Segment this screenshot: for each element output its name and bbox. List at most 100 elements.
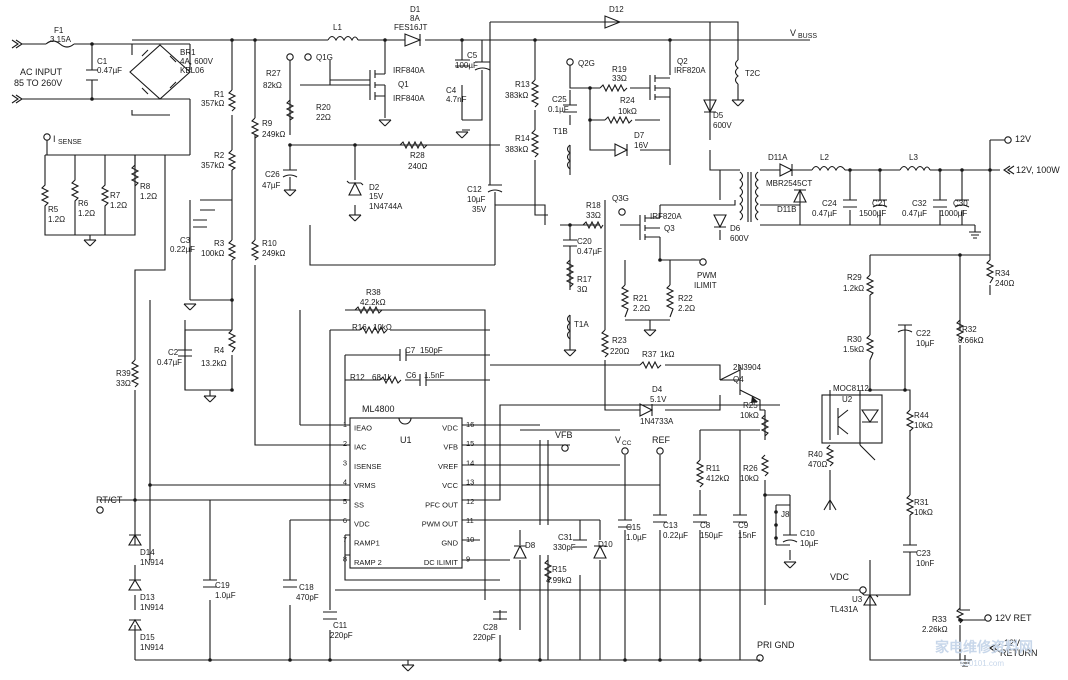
label-d11a: D11A xyxy=(768,153,788,162)
label-c22-ref: C22 xyxy=(916,329,931,338)
ic-pin-number: 6 xyxy=(343,516,347,525)
diode-d1 xyxy=(404,33,422,47)
resistor-r9 xyxy=(250,117,260,139)
label-r7-ref: R7 xyxy=(110,191,121,200)
label-c28-value: 220pF xyxy=(473,633,496,642)
label-c25-value: 0.1µF xyxy=(548,105,569,114)
label-r20-value: 22Ω xyxy=(316,113,331,122)
capacitor-c13 xyxy=(653,514,667,523)
capacitor-c23 xyxy=(903,544,917,565)
label-r25-ref: R25 xyxy=(743,401,758,410)
inductor-l1 xyxy=(327,35,359,42)
label-br1-v2: KBL06 xyxy=(180,66,205,75)
label-c11-ref: C11 xyxy=(333,621,348,630)
label-c21-ref: C21 xyxy=(872,199,887,208)
label-u3-ref: U3 xyxy=(852,595,863,604)
ic-pin-number: 14 xyxy=(466,458,474,467)
ic-pin-name: IAC xyxy=(354,443,367,452)
terminal-12v xyxy=(1004,136,1012,144)
label-c3-value: 0.22µF xyxy=(170,245,195,254)
label-d14-value: 1N914 xyxy=(140,558,164,567)
label-d6-value: 600V xyxy=(730,234,749,243)
ic-u1-ml4800 xyxy=(349,417,463,569)
label-t1b: T1B xyxy=(553,127,568,136)
transformer-t2c xyxy=(734,59,739,100)
label-r40-ref: R40 xyxy=(808,450,823,459)
test-point-ref xyxy=(656,447,664,455)
ic-pin-number: 4 xyxy=(343,478,347,487)
label-r24-value: 10kΩ xyxy=(618,107,637,116)
capacitor-c4 xyxy=(455,59,470,67)
capacitor-c15 xyxy=(618,519,632,528)
label-c11-value: 220pF xyxy=(330,631,353,640)
ic-pin-name: DC ILIMIT xyxy=(424,558,459,567)
resistor-r40 xyxy=(825,444,835,467)
label-r29-ref: R29 xyxy=(847,273,862,282)
label-c28-ref: C28 xyxy=(483,623,498,632)
jumper-j8 xyxy=(774,504,790,546)
label-c19-value: 1.0µF xyxy=(215,591,236,600)
capacitor-c18 xyxy=(283,579,297,588)
label-vdc: VDC xyxy=(830,572,850,582)
label-12v-return-1: 12V xyxy=(1004,638,1020,648)
label-q4-ref: Q4 xyxy=(733,375,744,384)
diode-d14 xyxy=(128,533,142,546)
label-c31-value: 330pF xyxy=(553,543,576,552)
label-q3g: Q3G xyxy=(612,194,629,203)
label-q3-ref: Q3 xyxy=(664,224,675,233)
label-u2-ref: U2 xyxy=(842,395,853,404)
resistor-r19 xyxy=(599,83,628,93)
label-c32-value: 0.47µF xyxy=(902,209,927,218)
label-c24-ref: C24 xyxy=(822,199,837,208)
inductor-l3 xyxy=(899,165,931,172)
ic-pin-name: RAMP 2 xyxy=(354,558,382,567)
ic-pin-name: ISENSE xyxy=(354,462,382,471)
resistor-r17 xyxy=(565,259,575,288)
label-r39-ref: R39 xyxy=(116,369,131,378)
resistor-r44 xyxy=(905,409,915,432)
zener-d7 xyxy=(614,143,629,157)
resistor-r15 xyxy=(543,559,553,582)
resistor-r16 xyxy=(359,325,388,335)
label-d11b-ref: D11B xyxy=(777,205,796,214)
test-point-vcc xyxy=(621,447,629,455)
label-r23-value: 220Ω xyxy=(610,347,629,356)
label-r9-value: 249kΩ xyxy=(262,130,285,139)
ic-pin-name: VRMS xyxy=(354,481,376,490)
label-r22-value: 2.2Ω xyxy=(678,304,695,313)
resistor-r10 xyxy=(250,239,260,261)
label-r12-value: 68.1k xyxy=(372,373,393,382)
optocoupler-u2 xyxy=(821,394,883,444)
label-c1-value: 0.47µF xyxy=(97,66,122,75)
ic-pin-number: 12 xyxy=(466,497,474,506)
ic-pin-name: IEAO xyxy=(354,424,372,433)
label-c10-ref: C10 xyxy=(800,529,815,538)
label-f1-ref: F1 xyxy=(54,26,64,35)
resistor-r8 xyxy=(130,155,140,187)
diode-d12 xyxy=(604,15,622,29)
label-ac-input-range: 85 TO 260V xyxy=(14,78,62,88)
label-c7-value: 150pF xyxy=(420,346,443,355)
capacitor-c11 xyxy=(323,611,337,620)
ic-pin-number: 15 xyxy=(466,439,474,448)
label-d2-v2: 1N4744A xyxy=(369,202,403,211)
label-r14-value: 383kΩ xyxy=(505,145,528,154)
test-point-q3g xyxy=(618,208,626,216)
ic-pin-number: 16 xyxy=(466,420,474,429)
label-c4-value: 4.7nF xyxy=(446,95,467,104)
label-vbuss-sub: BUSS xyxy=(798,33,817,40)
capacitor-c7 xyxy=(399,349,430,361)
ic-pin-name: VDC xyxy=(442,424,458,433)
label-r18-value: 33Ω xyxy=(586,211,601,220)
transformer-t1b xyxy=(566,144,571,170)
label-d13-ref: D13 xyxy=(140,593,155,602)
label-d14-ref: D14 xyxy=(140,548,155,557)
label-q1-v1: IRF840A xyxy=(393,66,425,75)
label-d15-value: 1N914 xyxy=(140,643,164,652)
ic-pin-name: RAMP1 xyxy=(354,539,380,548)
label-r5-ref: R5 xyxy=(48,205,59,214)
label-c26-ref: C26 xyxy=(265,170,280,179)
label-pwm: PWM xyxy=(697,271,717,280)
ic-pin-name: VFB xyxy=(443,443,458,452)
label-d12: D12 xyxy=(609,5,624,14)
